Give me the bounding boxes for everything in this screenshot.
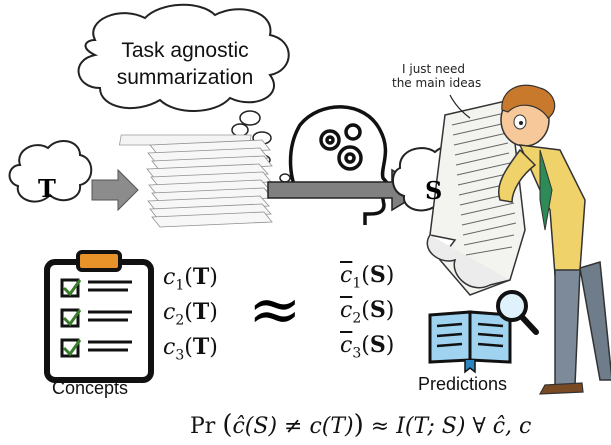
prediction-3: c3(S) — [340, 332, 395, 362]
input-cloud — [8, 139, 93, 203]
eq-pr: Pr — [190, 414, 216, 439]
output-symbol: S — [425, 176, 443, 205]
main-equation: Pr (ĉ(S) ≠ c(T)) ≈ I(T; S) ∀ ĉ, c — [190, 410, 532, 440]
thought-bubble — [239, 110, 261, 126]
concepts-label: Concepts — [52, 378, 129, 398]
prediction-2: c2(S) — [340, 297, 395, 327]
eq-lhs: ĉ(S) ≠ c(T) — [232, 414, 354, 439]
speech-line-2: the main ideas — [392, 76, 482, 90]
predictions-label: Predictions — [418, 374, 508, 394]
input-arrow — [91, 168, 139, 212]
concepts-clipboard-icon — [44, 250, 154, 383]
speech-line-1: I just need — [402, 62, 466, 76]
eq-rhs: I(T; S) — [396, 414, 466, 439]
cloud-label-line-2: summarization — [116, 66, 254, 89]
speech-text: I just need the main ideas — [392, 62, 482, 90]
cloud-label-line-1: Task agnostic — [121, 39, 249, 62]
approx-symbol: ≈ — [248, 273, 302, 347]
concept-2: c2(T) — [163, 299, 218, 329]
thought-bubble — [279, 173, 291, 183]
eq-forall: ∀ ĉ, c — [472, 414, 532, 439]
summarization-cloud-label: Task agnostic summarization — [95, 37, 275, 91]
document-stack — [118, 134, 273, 228]
reading-man-illustration — [426, 84, 611, 395]
eq-approx: ≈ — [370, 414, 390, 439]
prediction-1: c1(S) — [340, 262, 395, 292]
concept-1: c1(T) — [163, 264, 218, 294]
predictions-book-icon — [428, 290, 539, 374]
brain-gears-icon — [288, 105, 396, 225]
input-symbol: T — [38, 174, 56, 203]
concept-3: c3(T) — [163, 334, 218, 364]
summarization-cloud — [77, 3, 290, 112]
speech-pointer — [449, 94, 471, 119]
thought-bubble — [231, 123, 249, 137]
